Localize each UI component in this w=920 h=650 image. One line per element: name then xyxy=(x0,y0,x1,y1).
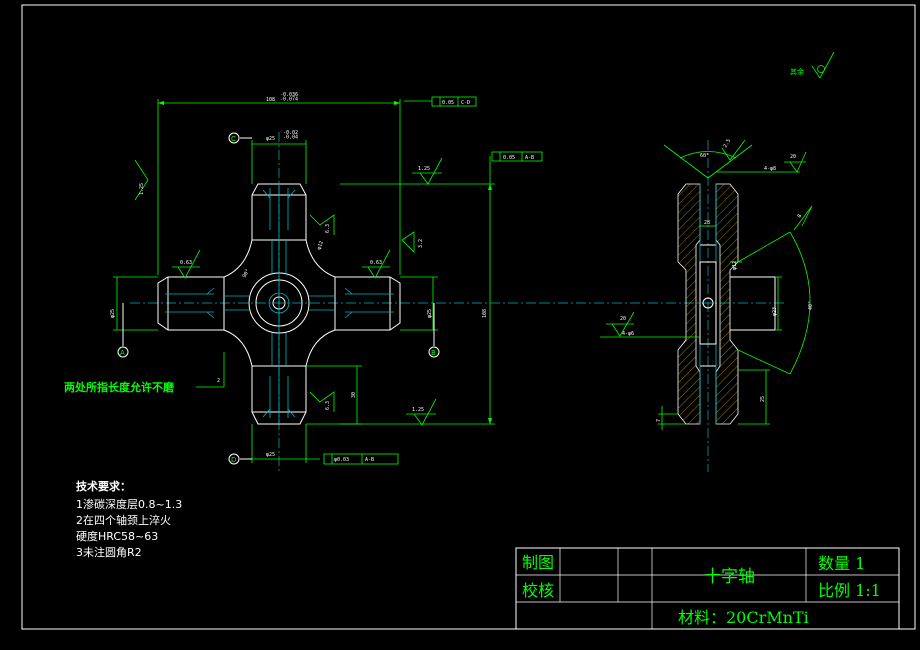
dim-side-dia-label: φ25 xyxy=(266,452,275,458)
callout-unground: 两处所指长度允许不磨 2 xyxy=(64,352,225,394)
dim-holes-bottom: 4-φ6 20 xyxy=(600,311,700,338)
dim-bore-12: φ12 xyxy=(730,261,742,270)
dim-angle-40: 40° 8 xyxy=(737,205,814,375)
dim-total-width: 108 -0.036-0.074 0.05 C-D xyxy=(157,92,477,275)
side-view: 60° 2.5 28 4-φ8 20 4-φ6 20 φ12 xyxy=(540,138,814,472)
roughness-note: 其余 xyxy=(790,51,835,79)
rough-125-left-value: 1.25 xyxy=(139,183,145,195)
dim-2-5-value: 2.5 xyxy=(723,138,733,149)
dim-journal-dia-label: φ25 xyxy=(266,136,275,142)
title-part-name: 十字轴 xyxy=(704,567,755,587)
dim-left-dia-label: φ25 xyxy=(110,309,116,318)
title-checked-label: 校核 xyxy=(522,581,554,600)
tech-req-title: 技术要求： xyxy=(76,479,131,493)
title-quantity: 数量 1 xyxy=(818,554,865,573)
rough-063-left-value: 0.63 xyxy=(180,260,192,266)
title-block: 制图 校核 十字轴 数量 1 比例 1:1 材料：20CrMnTi xyxy=(515,547,900,630)
rough-side-a-value: 6.3 xyxy=(325,224,331,233)
tech-req-line-1: 1渗碳深度层0.8~1.3 xyxy=(76,497,182,511)
svg-text:φ23: φ23 xyxy=(772,307,778,316)
dim-length-30-value: 30 xyxy=(351,392,357,398)
roughness-note-label: 其余 xyxy=(790,67,804,76)
front-view: 108 -0.036-0.074 0.05 C-D 108 0.05 A-B xyxy=(64,92,543,472)
dim-7-value: 7 xyxy=(656,419,662,422)
gtol-bottom-ref: A-B xyxy=(365,457,374,463)
gtol-ab-ref: A-B xyxy=(525,155,534,161)
dim-total-height: 108 0.05 A-B xyxy=(340,151,543,425)
gtol-cd-ref: C-D xyxy=(461,100,470,106)
roughness-125-top: 1.25 xyxy=(412,157,443,185)
gtol-cd-value: 0.05 xyxy=(442,100,454,106)
gtol-ab-value: 0.05 xyxy=(503,155,515,161)
dim-25: 25 xyxy=(738,369,770,425)
dim-total-height-value: 108 xyxy=(482,309,488,318)
dim-right-dia: φ25 xyxy=(400,276,438,331)
dim-boss-dia: φ23 xyxy=(772,276,782,331)
dim-angle-40-value: 40° xyxy=(808,301,814,310)
dim-total-width-tol: -0.036-0.074 xyxy=(280,92,298,103)
dim-holes-bottom-value: 4-φ6 xyxy=(622,331,634,337)
datum-a-label: A xyxy=(120,349,125,357)
roughness-side-a: 6.3 xyxy=(309,214,335,235)
dim-chamfer: 2 xyxy=(217,378,220,384)
dim-25-value: 25 xyxy=(760,396,766,402)
section-left xyxy=(677,183,701,425)
dim-r8-value: 8 xyxy=(797,213,804,219)
datum-c: C xyxy=(228,132,252,144)
rough-side-c-value: 3.2 xyxy=(418,239,424,248)
datum-a: A xyxy=(117,303,129,358)
roughness-125-left: 1.25 xyxy=(134,159,149,201)
callout-text: 两处所指长度允许不磨 xyxy=(64,380,175,394)
roughness-063-right: 0.63 xyxy=(362,249,391,279)
rough-125-bottom-value: 1.25 xyxy=(412,407,424,413)
dim-28: 28 xyxy=(700,220,716,227)
journal-left xyxy=(157,276,249,331)
roughness-side-b: 6.3 xyxy=(309,391,335,412)
dim-center-dia: φ12 xyxy=(316,240,325,251)
rough-063-right-value: 0.63 xyxy=(370,260,382,266)
journal-right xyxy=(309,276,401,331)
dim-journal-dia-bottom: φ25 φ0.03 A-B xyxy=(244,424,399,465)
datum-c-label: C xyxy=(231,135,236,143)
dim-bore-12-value: φ12 xyxy=(732,261,738,270)
dim-length-30: 30 xyxy=(306,365,362,425)
tech-req-line-2: 2在四个轴颈上淬火 xyxy=(76,513,171,527)
dim-right-dia-label: φ25 xyxy=(427,309,433,318)
title-material: 材料：20CrMnTi xyxy=(678,608,809,627)
dim-angle-90: 90° xyxy=(242,268,252,279)
section-right xyxy=(715,183,739,425)
dim-left-dia: φ25 xyxy=(110,276,158,331)
rough-125-top-value: 1.25 xyxy=(418,166,430,172)
rough-side-b-value: 6.3 xyxy=(325,401,331,410)
dim-7: 7 xyxy=(656,406,686,430)
dim-holes-top-value: 4-φ8 xyxy=(764,166,776,172)
dim-total-width-value: 108 xyxy=(266,97,275,103)
title-drawn-label: 制图 xyxy=(522,553,554,572)
rough-20-bottom-value: 20 xyxy=(620,316,626,322)
datum-d: D xyxy=(228,453,252,465)
drawing-border xyxy=(21,4,916,630)
roughness-side-c: 3.2 xyxy=(401,231,424,253)
rough-20-top-value: 20 xyxy=(790,154,796,160)
datum-d-label: D xyxy=(231,456,236,464)
roughness-125-bottom: 1.25 xyxy=(406,398,437,426)
dim-angle-60: 60° 2.5 xyxy=(663,138,753,179)
roughness-063-left: 0.63 xyxy=(172,249,201,279)
dim-holes-top: 4-φ8 20 xyxy=(716,151,807,173)
title-scale: 比例 1:1 xyxy=(818,581,881,600)
dim-angle-60-value: 60° xyxy=(700,153,709,159)
dim-28-value: 28 xyxy=(704,220,710,226)
dim-journal-dia-tol: -0.02-0.04 xyxy=(283,130,298,141)
tech-requirements: 技术要求： 1渗碳深度层0.8~1.3 2在四个轴颈上淬火 硬度HRC58~63… xyxy=(76,479,182,559)
datum-b-label: B xyxy=(431,349,436,357)
datum-b: B xyxy=(428,303,440,358)
tech-req-line-4: 3未注圆角R2 xyxy=(76,545,142,559)
tech-req-line-3: 硬度HRC58~63 xyxy=(76,529,158,543)
gtol-bottom-value: φ0.03 xyxy=(334,457,349,463)
